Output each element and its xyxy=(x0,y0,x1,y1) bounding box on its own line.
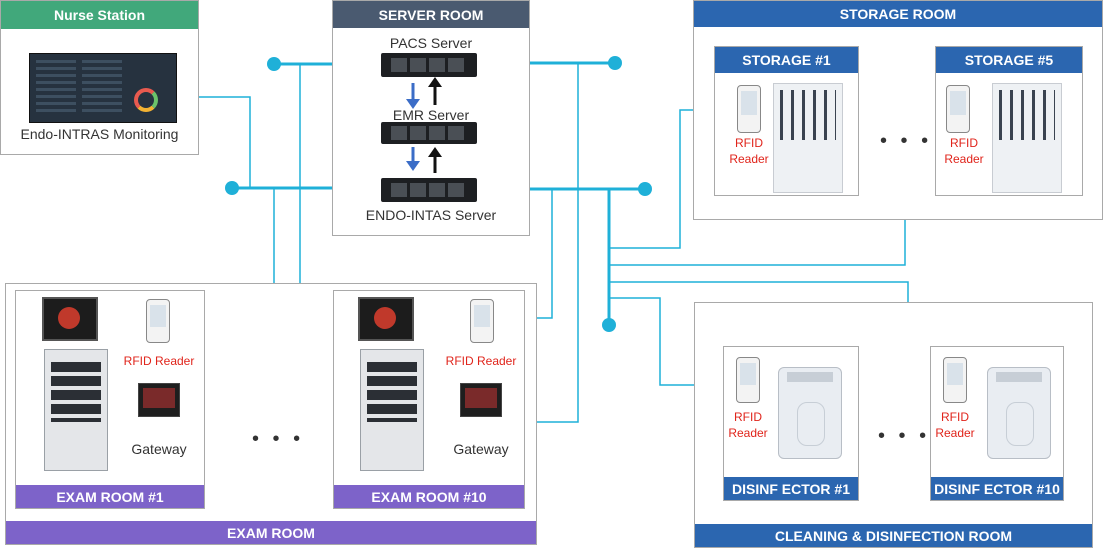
exam-room-1-title: EXAM ROOM #1 xyxy=(16,485,204,508)
storage-unit-5-title: STORAGE #5 xyxy=(936,47,1082,73)
pacs-server-label: PACS Server xyxy=(389,35,473,51)
disinfector-unit-10: RFID Reader DISINF ECTOR #10 xyxy=(930,346,1064,501)
storage-cabinet-image xyxy=(773,83,843,193)
rfid-reader-icon xyxy=(146,299,170,343)
disinfector-1-reader-label: RFID Reader xyxy=(728,410,768,440)
storage-unit-1: STORAGE #1 RFID Reader xyxy=(714,46,859,196)
disinfector-1-title: DISINF ECTOR #1 xyxy=(724,477,858,500)
gateway-pc-image xyxy=(460,383,502,417)
exam-room-10-gateway-label: Gateway xyxy=(453,441,509,457)
storage-unit-1-reader-label: RFID Reader xyxy=(729,136,769,166)
nurse-station-panel: Nurse Station Endo-INTRAS Monitoring xyxy=(0,0,199,155)
endo-intas-server-label: ENDO-INTAS Server xyxy=(365,207,497,223)
storage-unit-1-title: STORAGE #1 xyxy=(715,47,858,73)
rfid-reader-icon xyxy=(943,357,967,403)
monitoring-dashboard-image xyxy=(29,53,177,123)
rfid-reader-icon xyxy=(946,85,970,133)
endoscope-monitor-image xyxy=(358,297,414,341)
exam-room-title: EXAM ROOM xyxy=(6,521,536,544)
storage-cabinet-image xyxy=(992,83,1062,193)
pacs-server-icon xyxy=(381,53,477,77)
endo-intas-server-icon xyxy=(381,178,477,202)
exam-room-unit-1: RFID Reader Gateway EXAM ROOM #1 xyxy=(15,290,205,509)
server-room-panel: SERVER ROOM PACS Server EMR Server ENDO-… xyxy=(332,0,530,236)
exam-room-unit-10: RFID Reader Gateway EXAM ROOM #10 xyxy=(333,290,525,509)
disinfector-ellipsis: • • • xyxy=(878,425,931,447)
disinfector-machine-image xyxy=(987,367,1051,459)
rfid-reader-icon xyxy=(736,357,760,403)
disinfector-10-reader-label: RFID Reader xyxy=(935,410,975,440)
storage-room-title: STORAGE ROOM xyxy=(694,1,1102,27)
nurse-station-title: Nurse Station xyxy=(1,1,198,29)
disinfector-10-title: DISINF ECTOR #10 xyxy=(931,477,1063,500)
sync-arrows-icon xyxy=(406,77,442,173)
rfid-reader-icon xyxy=(470,299,494,343)
exam-room-10-title: EXAM ROOM #10 xyxy=(334,485,524,508)
disinfector-machine-image xyxy=(778,367,842,459)
endoscopy-tower-image xyxy=(44,349,108,471)
exam-ellipsis: • • • xyxy=(252,428,305,450)
gateway-pc-image xyxy=(138,383,180,417)
endoscopy-tower-image xyxy=(360,349,424,471)
rfid-reader-icon xyxy=(737,85,761,133)
storage-ellipsis: • • • xyxy=(880,130,933,152)
storage-unit-5-reader-label: RFID Reader xyxy=(944,136,984,166)
exam-room-10-reader-label: RFID Reader xyxy=(445,354,517,368)
exam-room-1-reader-label: RFID Reader xyxy=(123,354,195,368)
endoscope-monitor-image xyxy=(42,297,98,341)
disinfector-unit-1: RFID Reader DISINF ECTOR #1 xyxy=(723,346,859,501)
cleaning-room-title: CLEANING & DISINFECTION ROOM xyxy=(695,524,1092,547)
emr-server-label: EMR Server xyxy=(392,107,470,123)
storage-unit-5: STORAGE #5 RFID Reader xyxy=(935,46,1083,196)
server-room-title: SERVER ROOM xyxy=(333,1,529,28)
emr-server-icon xyxy=(381,122,477,144)
monitoring-caption: Endo-INTRAS Monitoring xyxy=(20,126,179,142)
exam-room-1-gateway-label: Gateway xyxy=(131,441,187,457)
